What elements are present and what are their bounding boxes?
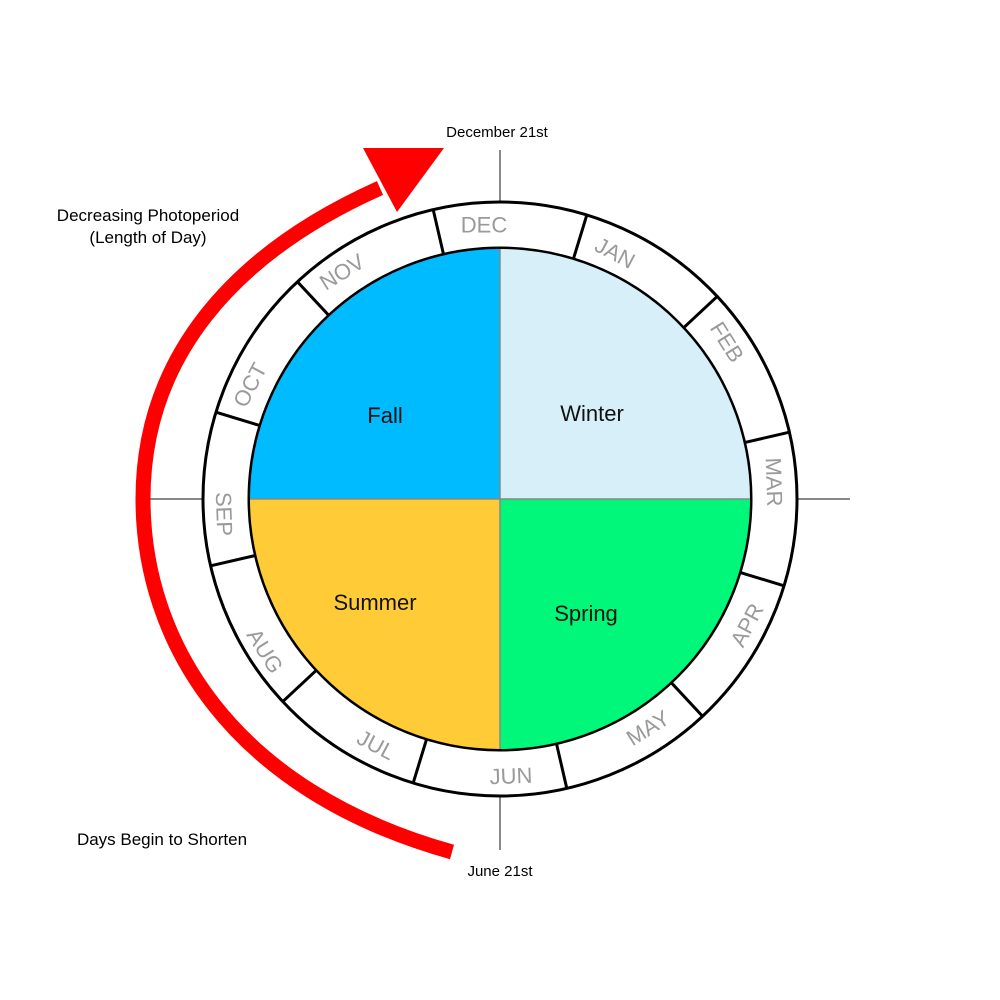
month-divider (555, 743, 569, 789)
arrow-label-line1: Decreasing Photoperiod (57, 206, 239, 225)
month-divider (296, 280, 330, 317)
month-divider (571, 214, 589, 260)
decreasing-photoperiod-arrow (135, 148, 455, 860)
season-label-spring: Spring (554, 601, 618, 626)
arrow-head-icon (363, 148, 444, 212)
season-labels: Winter Spring Summer Fall (333, 401, 623, 626)
days-begin-to-shorten-label: Days Begin to Shorten (77, 830, 247, 849)
season-quadrants (250, 249, 750, 749)
month-divider (670, 681, 704, 718)
month-label-mar: MAR (761, 457, 788, 507)
month-divider (210, 554, 256, 568)
season-label-summer: Summer (333, 590, 416, 615)
season-label-winter: Winter (560, 401, 624, 426)
month-divider (431, 209, 445, 255)
month-divider (739, 570, 785, 588)
arrow-label-line2: (Length of Day) (89, 228, 206, 247)
june-21st-label: June 21st (467, 863, 533, 880)
quadrant-spring (500, 499, 750, 749)
december-21st-label: December 21st (446, 124, 549, 141)
month-divider (215, 410, 261, 428)
month-dividers (210, 209, 790, 789)
arrow-curve (135, 181, 455, 860)
crosshair-lines (150, 150, 850, 850)
quadrant-winter (500, 249, 750, 499)
month-divider (682, 295, 719, 329)
month-divider (744, 430, 790, 444)
quadrant-fall (250, 249, 500, 499)
month-label-sep: SEP (211, 492, 238, 537)
month-label-dec: DEC (461, 213, 508, 238)
month-label-jun: JUN (489, 763, 533, 789)
quadrant-summer (250, 499, 500, 749)
month-divider (281, 669, 318, 703)
season-label-fall: Fall (367, 403, 402, 428)
month-divider (411, 738, 429, 784)
